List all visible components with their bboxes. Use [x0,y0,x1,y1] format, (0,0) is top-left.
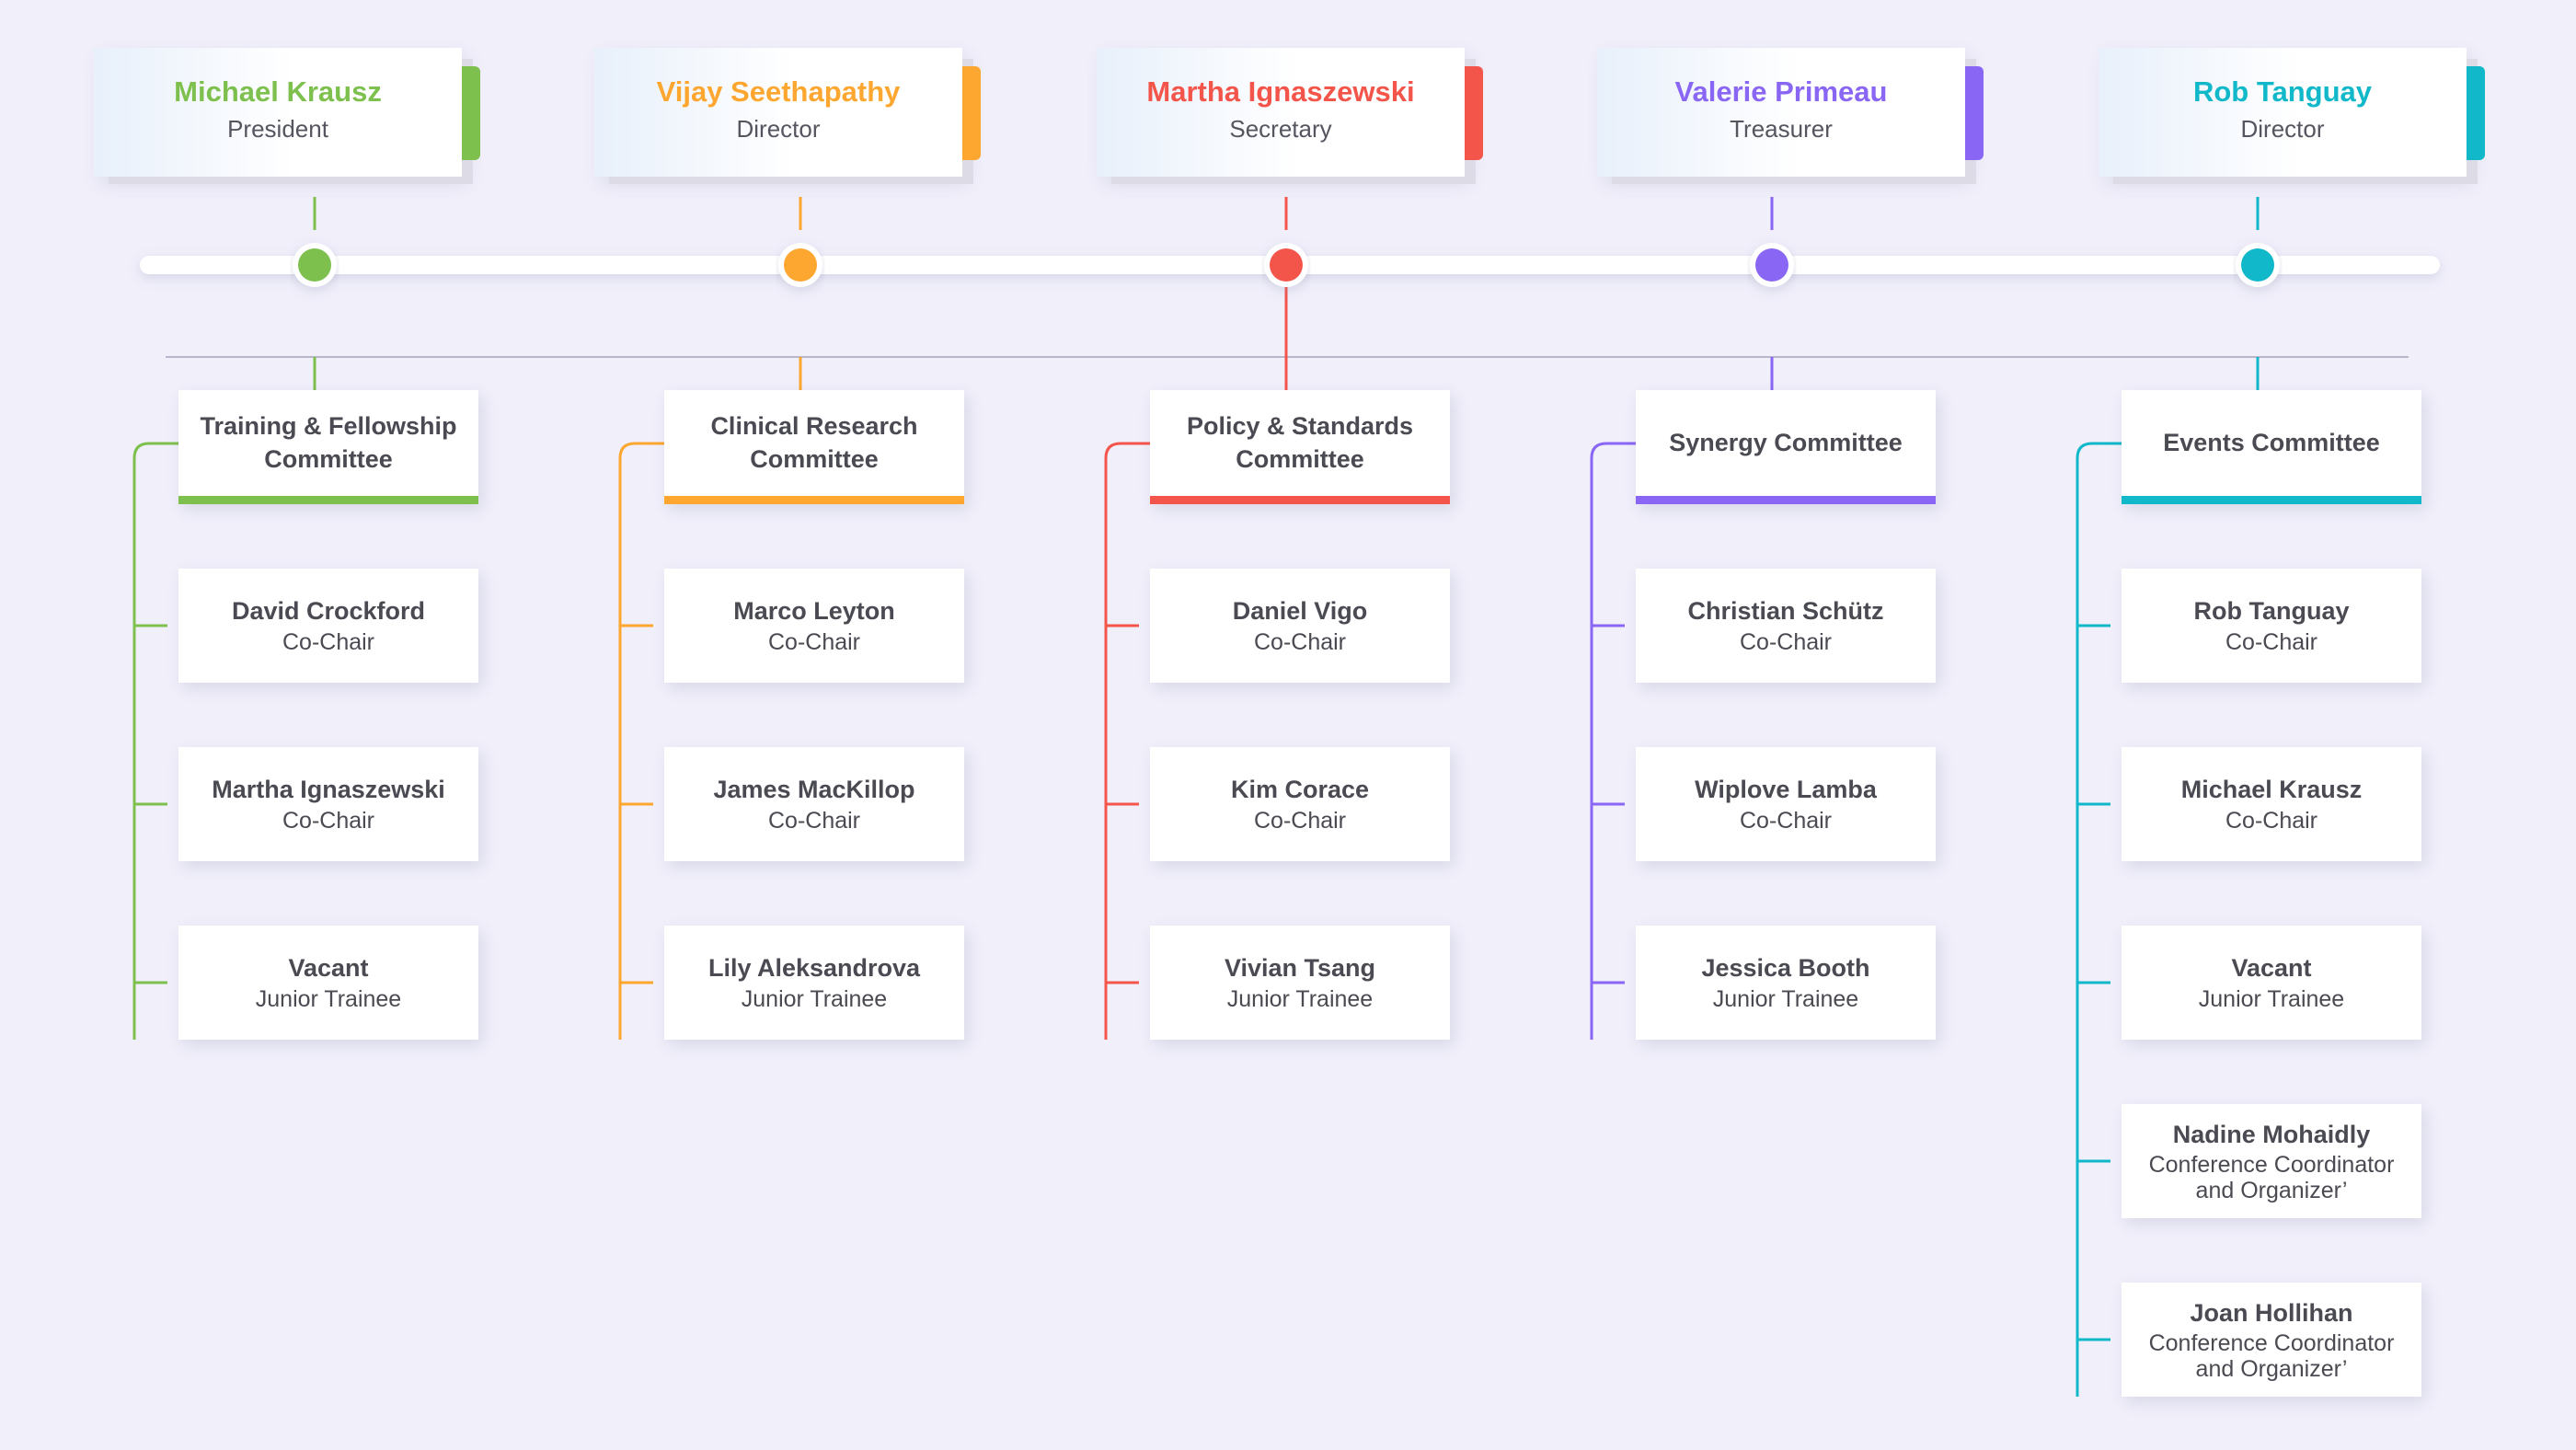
member-name: Jessica Booth [1701,954,1870,982]
committee-color-bar [1636,496,1936,504]
member-role: Junior Trainee [1226,986,1374,1012]
leader-role: Director [736,115,821,143]
committee-card: Training & Fellowship Committee [178,390,478,504]
committee-spine [618,442,664,1040]
member-name: Vacant [288,954,369,982]
member-name: Vivian Tsang [1224,954,1376,982]
member-name: Nadine Mohaidly [2172,1121,2371,1148]
leader-name: Vijay Seethapathy [656,75,901,108]
member-name: Michael Krausz [2180,776,2363,803]
timeline-dot [1270,248,1303,282]
committee-card: Clinical Research Committee [664,390,964,504]
leader-role: Treasurer [1730,115,1833,143]
timeline-dot [2241,248,2274,282]
committee-card: Policy & Standards Committee [1150,390,1450,504]
member-name: Wiplove Lamba [1695,776,1877,803]
committee-card: Synergy Committee [1636,390,1936,504]
leader-color-tab [462,66,480,160]
leader-color-tab [1965,66,1984,160]
member-name: Lily Aleksandrova [707,954,921,982]
member-role: Co-Chair [1253,629,1347,655]
committee-spine [1590,442,1636,1040]
member-role: Co-Chair [1739,808,1833,834]
committee-color-bar [2122,496,2421,504]
leader-color-tab [1465,66,1483,160]
member-name: Marco Leyton [733,597,895,625]
member-name: Daniel Vigo [1232,597,1368,625]
timeline-dot [784,248,817,282]
leader-color-tab [2467,66,2485,160]
member-role: Junior Trainee [255,986,402,1012]
leader-name: Michael Krausz [174,75,382,108]
timeline-dot [1755,248,1788,282]
committee-spine [1104,442,1150,1040]
leader-name: Rob Tanguay [2192,75,2373,108]
member-name: Vacant [2231,954,2312,982]
leader-role: President [227,115,328,143]
member-role: Junior Trainee [2198,986,2345,1012]
leader-name: Valerie Primeau [1674,75,1888,108]
member-name: Martha Ignaszewski [212,776,445,803]
member-name: James MacKillop [713,776,915,803]
committee-spine [2076,442,2122,1397]
leader-name: Martha Ignaszewski [1146,75,1415,108]
member-role: Conference Coordinator and Organizer’ [2148,1152,2395,1203]
committee-card: Events Committee [2122,390,2421,504]
committee-color-bar [664,496,964,504]
member-name: Rob Tanguay [2193,597,2350,625]
committee-title: Events Committee [2163,429,2380,456]
member-role: Co-Chair [282,629,375,655]
member-name: David Crockford [231,597,426,625]
member-role: Co-Chair [282,808,375,834]
member-role: Co-Chair [1253,808,1347,834]
member-role: Co-Chair [767,629,861,655]
member-name: Kim Corace [1230,776,1370,803]
committee-color-bar [178,496,478,504]
member-role: Co-Chair [1739,629,1833,655]
timeline-dot [298,248,331,282]
leader-role: Secretary [1229,115,1332,143]
member-role: Co-Chair [2225,808,2318,834]
leader-color-tab [962,66,981,160]
committee-spine [132,442,178,1040]
member-role: Junior Trainee [1712,986,1859,1012]
committee-title: Training & Fellowship Committee [200,412,457,473]
member-role: Co-Chair [767,808,861,834]
member-role: Junior Trainee [741,986,888,1012]
committee-title: Synergy Committee [1669,429,1903,456]
committee-color-bar [1150,496,1450,504]
leader-role: Director [2240,115,2325,143]
member-name: Joan Hollihan [2190,1299,2353,1327]
member-role: Co-Chair [2225,629,2318,655]
committee-title: Clinical Research Committee [710,412,918,473]
member-role: Conference Coordinator and Organizer’ [2148,1330,2395,1382]
committee-title: Policy & Standards Committee [1186,412,1414,473]
member-name: Christian Schütz [1687,597,1884,625]
